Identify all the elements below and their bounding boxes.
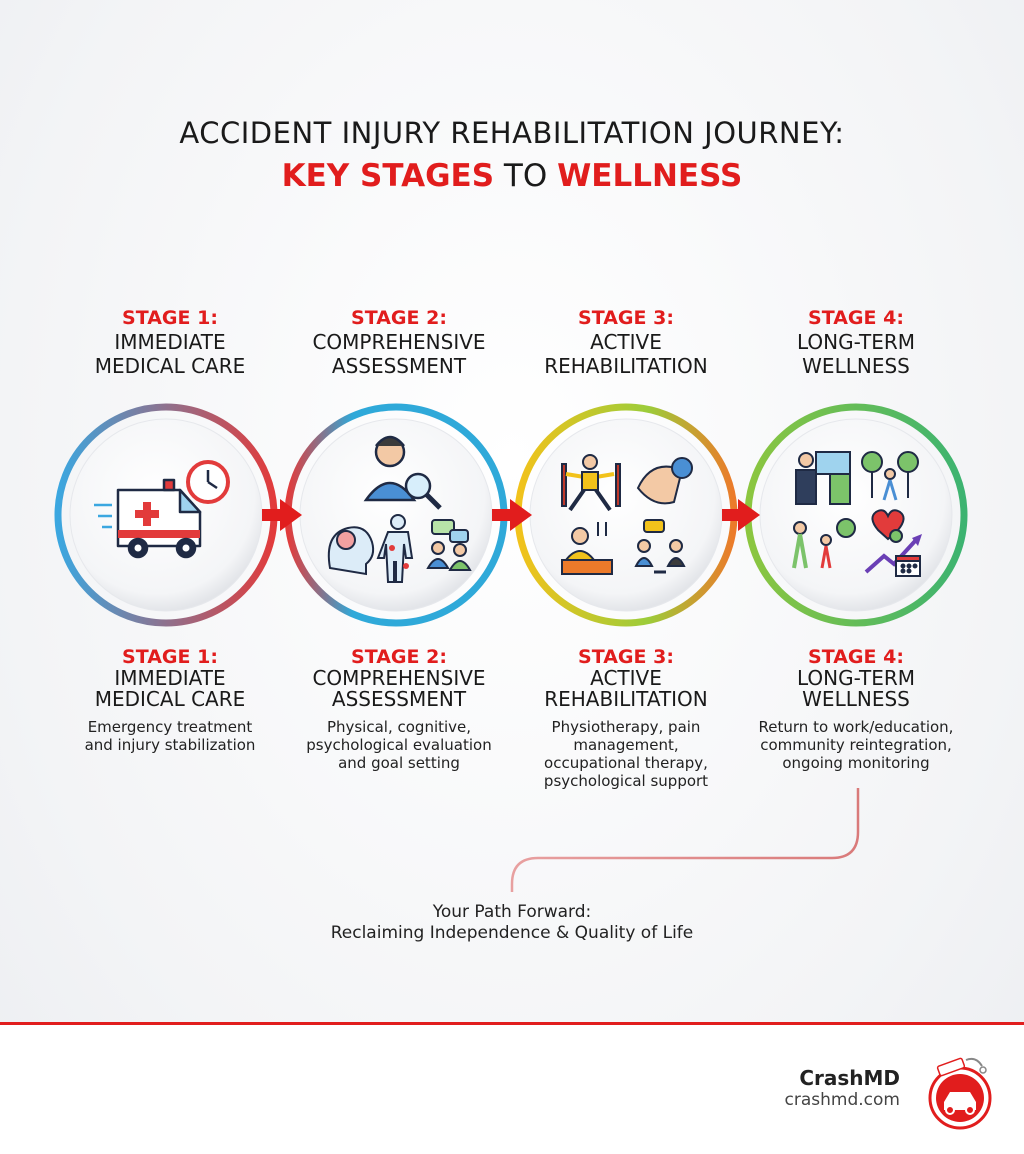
stage-4-header: STAGE 4: LONG-TERM WELLNESS bbox=[741, 306, 971, 378]
stage-4-detail: STAGE 4: LONG-TERM WELLNESS Return to wo… bbox=[741, 646, 971, 772]
heart-growth-icon bbox=[864, 509, 922, 574]
arrow-2-icon bbox=[492, 499, 532, 531]
stage-description: Physiotherapy, pain management, occupati… bbox=[543, 718, 709, 790]
brand-url[interactable]: crashmd.com bbox=[784, 1090, 900, 1110]
stage-description: Emergency treatment and injury stabiliza… bbox=[84, 718, 256, 754]
ambulance-icon bbox=[94, 478, 202, 559]
arrow-3-icon bbox=[722, 499, 760, 531]
stage-name-line-2: MEDICAL CARE bbox=[94, 687, 246, 711]
stage-3-detail: STAGE 3: ACTIVE REHABILITATION Physiothe… bbox=[511, 646, 741, 790]
stage-name-line-2: REHABILITATION bbox=[544, 687, 708, 711]
footer-divider bbox=[0, 1022, 1024, 1025]
stage-name-line-2: ASSESSMENT bbox=[331, 687, 467, 711]
path-forward-text: Your Path Forward: Reclaiming Independen… bbox=[0, 902, 1024, 944]
stage-name-line-2: MEDICAL CARE bbox=[94, 354, 246, 378]
chat-people-icon bbox=[426, 519, 472, 571]
stage-name-line-2: WELLNESS bbox=[802, 354, 910, 378]
car-crash-logo-icon bbox=[928, 1057, 992, 1130]
stage-number: STAGE 3: bbox=[578, 307, 674, 329]
stage-number: STAGE 3: bbox=[578, 646, 674, 668]
page-title: ACCIDENT INJURY REHABILITATION JOURNEY: … bbox=[0, 116, 1024, 194]
stage-number: STAGE 4: bbox=[808, 646, 904, 668]
path-forward-line-1: Your Path Forward: bbox=[432, 902, 592, 922]
stage-number: STAGE 2: bbox=[351, 646, 447, 668]
stage-name-line-1: COMPREHENSIVE bbox=[312, 666, 486, 690]
calendar-check-icon bbox=[895, 555, 921, 577]
title-line-1: ACCIDENT INJURY REHABILITATION JOURNEY: bbox=[179, 116, 845, 150]
kitchen-therapy-icon bbox=[561, 522, 613, 575]
stage-name-line-2: WELLNESS bbox=[802, 687, 910, 711]
path-forward-line-2: Reclaiming Independence & Quality of Lif… bbox=[330, 923, 694, 943]
stage-name-line-1: ACTIVE bbox=[590, 330, 662, 354]
title-key-stages: KEY STAGES bbox=[281, 158, 495, 194]
stage-2-header: STAGE 2: COMPREHENSIVE ASSESSMENT bbox=[284, 306, 514, 378]
stage-1-header: STAGE 1: IMMEDIATE MEDICAL CARE bbox=[55, 306, 285, 378]
stage-1-detail: STAGE 1: IMMEDIATE MEDICAL CARE Emergenc… bbox=[55, 646, 285, 754]
stage-number: STAGE 1: bbox=[122, 646, 218, 668]
handshake-icon bbox=[795, 451, 851, 505]
stage-name-line-1: LONG-TERM bbox=[796, 666, 916, 690]
counseling-icon bbox=[634, 519, 686, 574]
walking-park-icon bbox=[861, 451, 919, 501]
title-wellness: WELLNESS bbox=[557, 158, 743, 194]
stage-description: Physical, cognitive, psychological evalu… bbox=[306, 718, 492, 772]
family-walk-icon bbox=[792, 518, 856, 569]
stage-description: Return to work/education, community rein… bbox=[758, 718, 954, 772]
clock-icon bbox=[186, 460, 230, 504]
stage-name-line-1: IMMEDIATE bbox=[114, 666, 226, 690]
hand-massage-icon bbox=[636, 457, 693, 505]
stage-name-line-1: ACTIVE bbox=[590, 666, 662, 690]
stage-name-line-1: IMMEDIATE bbox=[114, 330, 226, 354]
title-to: TO bbox=[494, 158, 558, 194]
stage-name-line-2: ASSESSMENT bbox=[331, 354, 467, 378]
stage-number: STAGE 1: bbox=[122, 307, 218, 329]
stage-2-detail: STAGE 2: COMPREHENSIVE ASSESSMENT Physic… bbox=[284, 646, 514, 772]
stage-name-line-2: REHABILITATION bbox=[544, 354, 708, 378]
brain-icon bbox=[327, 526, 375, 576]
title-line-2: KEY STAGES TO WELLNESS bbox=[0, 158, 1024, 194]
stage-number: STAGE 2: bbox=[351, 307, 447, 329]
brand-name: CrashMD bbox=[799, 1066, 900, 1090]
stage-name-line-1: COMPREHENSIVE bbox=[312, 330, 486, 354]
footer bbox=[0, 1025, 1024, 1154]
body-pain-icon bbox=[376, 514, 414, 583]
stretching-icon bbox=[561, 454, 621, 512]
arrow-1-icon bbox=[262, 499, 302, 531]
stage-number: STAGE 4: bbox=[808, 307, 904, 329]
stage-3-header: STAGE 3: ACTIVE REHABILITATION bbox=[511, 306, 741, 378]
stage-name-line-1: LONG-TERM bbox=[796, 330, 916, 354]
doctor-search-icon bbox=[363, 435, 442, 510]
